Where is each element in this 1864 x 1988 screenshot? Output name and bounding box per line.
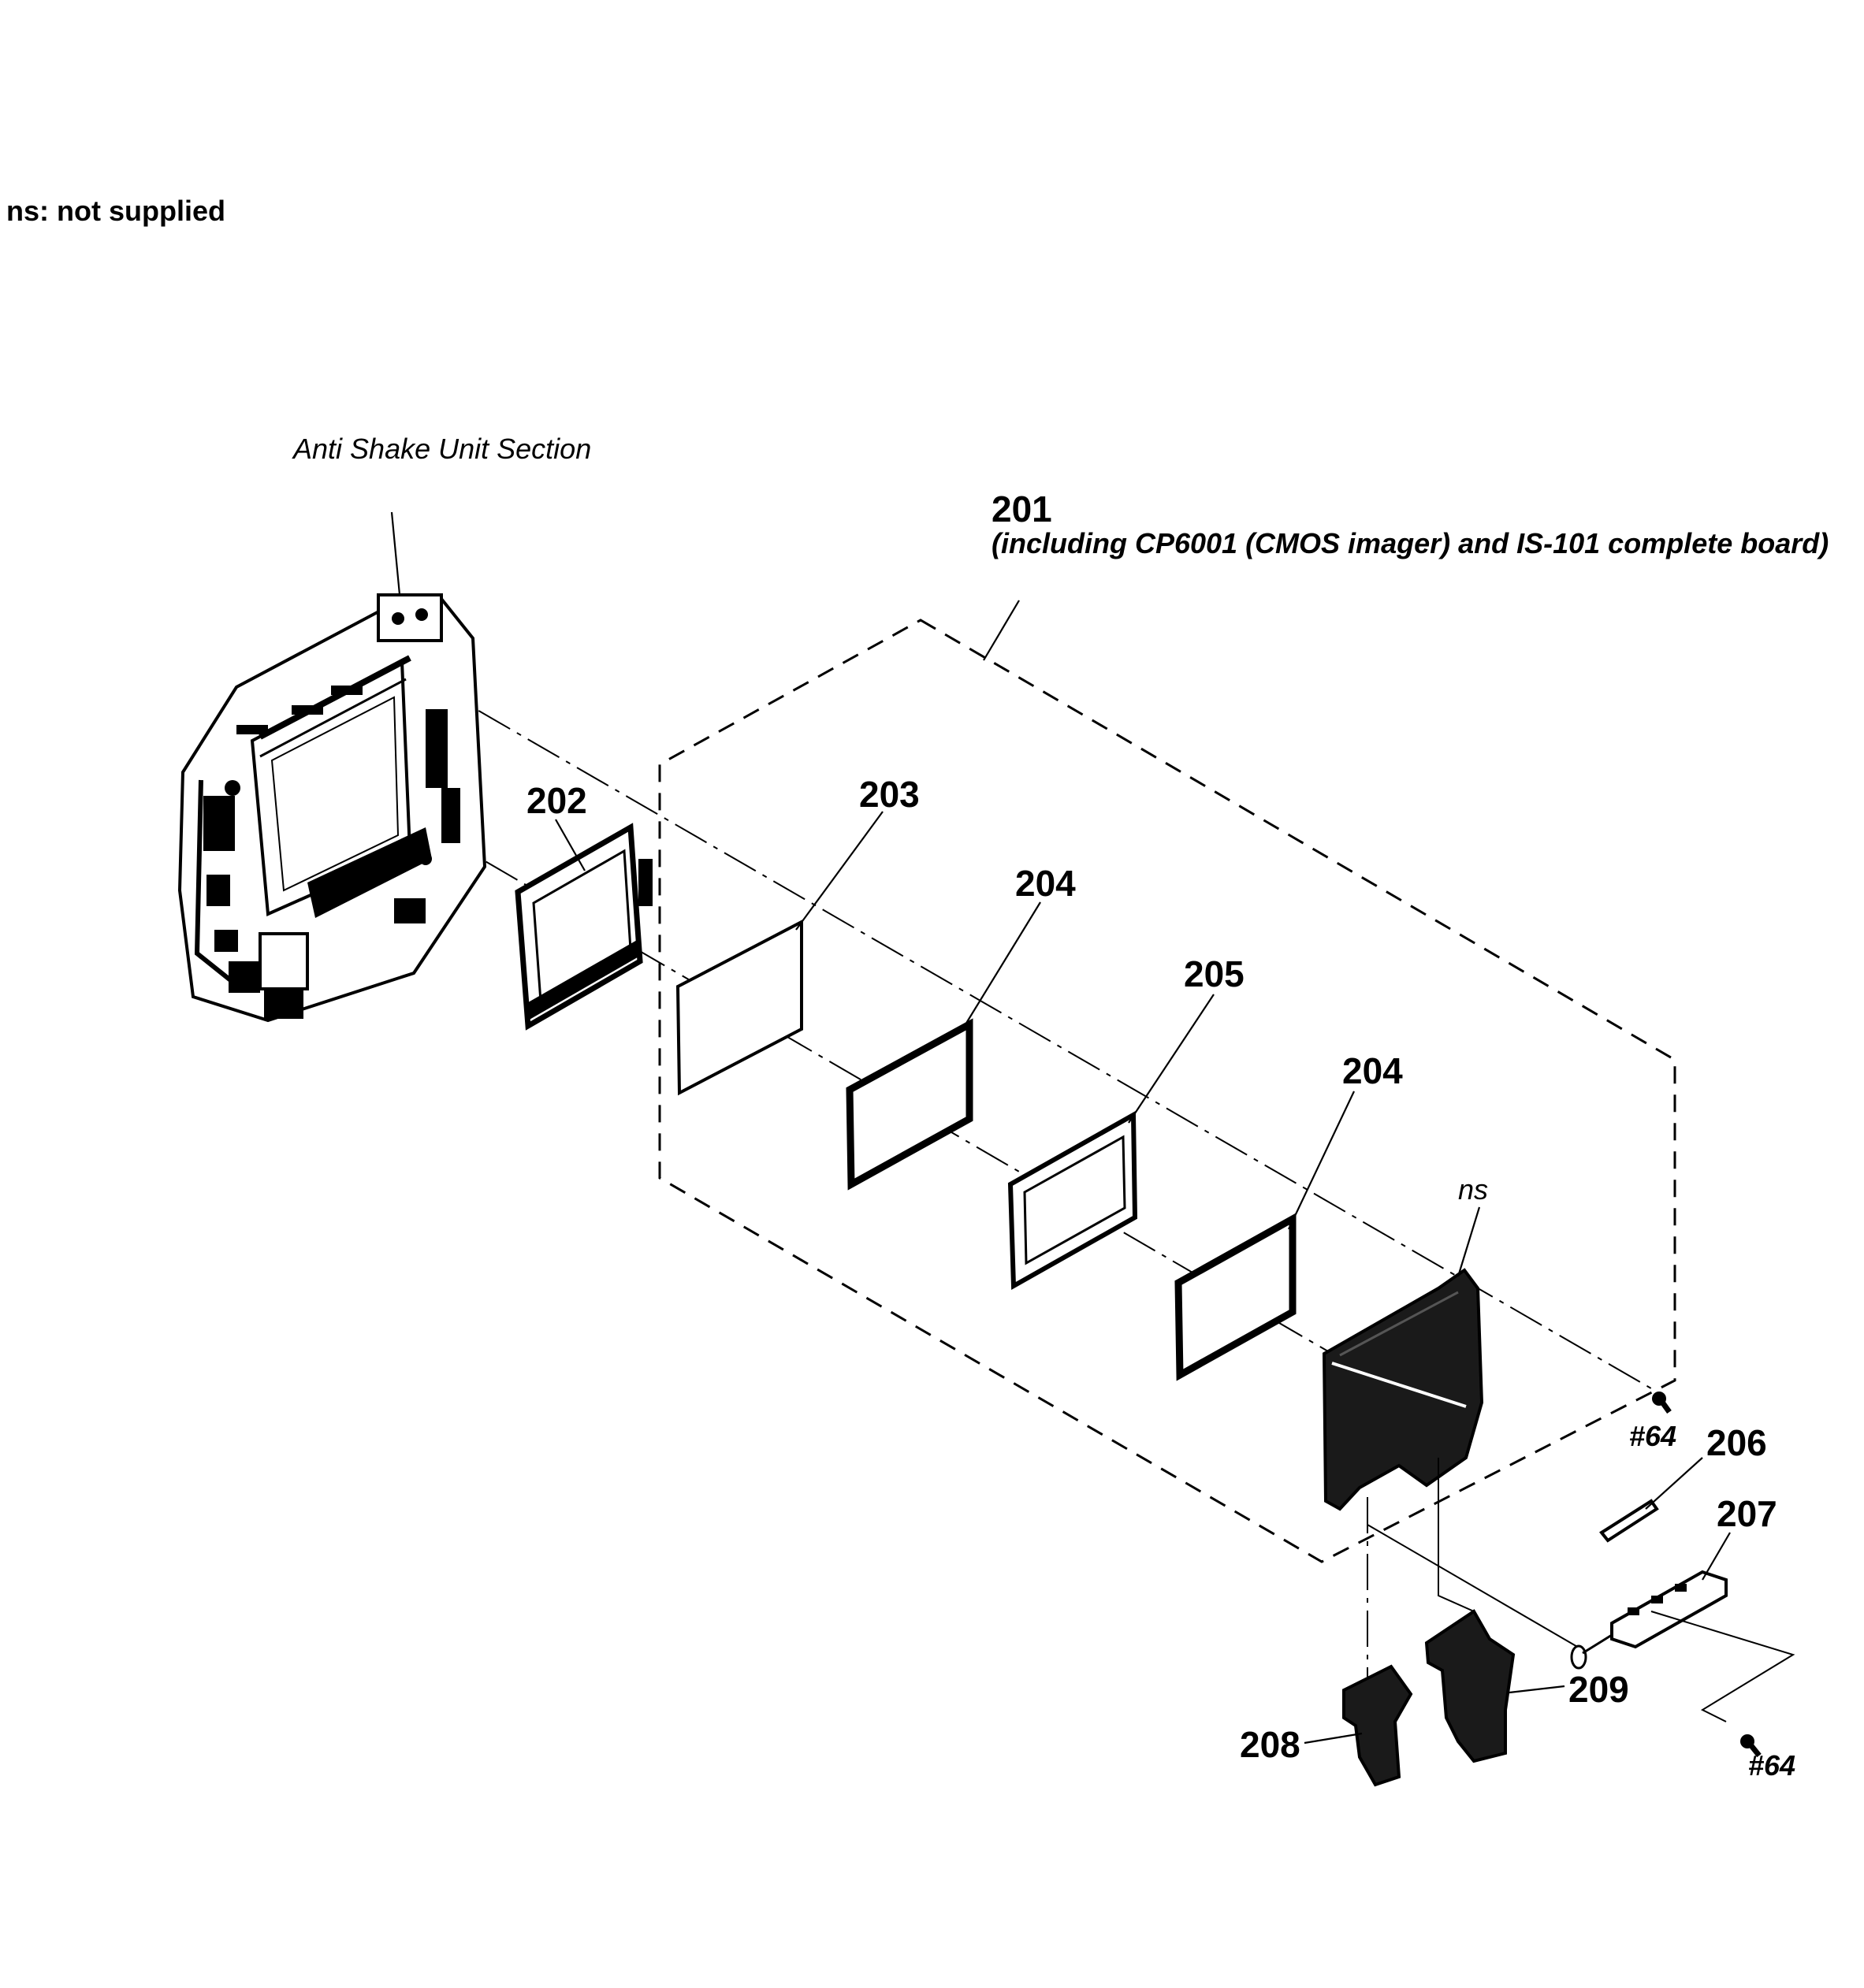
label-204-a: 204 xyxy=(1015,863,1076,904)
part-209-bracket xyxy=(1424,1609,1516,1763)
label-204-b: 204 xyxy=(1342,1050,1403,1091)
part-208-bracket xyxy=(1342,1664,1413,1787)
leader-205 xyxy=(1128,994,1215,1124)
anti-shake-unit xyxy=(177,593,487,1023)
leader-206 xyxy=(1645,1457,1703,1510)
part-203-filter xyxy=(675,919,803,1096)
screw-upper xyxy=(1652,1392,1672,1414)
label-207: 207 xyxy=(1717,1493,1777,1534)
label-205: 205 xyxy=(1184,953,1245,994)
assembly-number: 201 xyxy=(992,489,1052,530)
leader-ns xyxy=(1457,1206,1481,1277)
leader-207 xyxy=(1702,1532,1731,1581)
leader-204-b xyxy=(1288,1091,1355,1230)
center-axis-bottom xyxy=(1367,1524,1585,1652)
leader-209 xyxy=(1509,1685,1565,1694)
label-screw-upper: #64 xyxy=(1629,1420,1676,1452)
leader-208 xyxy=(1304,1732,1363,1745)
label-206: 206 xyxy=(1706,1422,1767,1463)
part-205-frame xyxy=(1007,1110,1138,1291)
label-208: 208 xyxy=(1240,1724,1300,1765)
assembly-description: (including CP6001 (CMOS imager) and IS-1… xyxy=(992,527,1829,559)
label-209: 209 xyxy=(1568,1669,1629,1710)
section-leader xyxy=(390,511,402,604)
label-203: 203 xyxy=(859,774,920,815)
center-axis-upper xyxy=(429,682,1656,1392)
leader-207-to-screw xyxy=(1650,1611,1795,1722)
cmos-imager-plate xyxy=(1322,1268,1484,1511)
part-202-bracket xyxy=(515,823,653,1031)
assembly-leader xyxy=(983,600,1020,661)
screw-lower xyxy=(1740,1734,1762,1758)
assembly-boundary xyxy=(658,619,1676,1563)
part-204-gasket-b xyxy=(1174,1213,1297,1381)
legend-note: ns: not supplied xyxy=(6,195,225,227)
section-label: Anti Shake Unit Section xyxy=(292,433,591,465)
leader-202 xyxy=(555,819,586,871)
leader-203 xyxy=(795,811,884,931)
part-206-strip xyxy=(1599,1499,1659,1543)
label-ns: ns xyxy=(1458,1173,1488,1206)
label-screw-lower: #64 xyxy=(1748,1749,1795,1782)
center-axis-lower xyxy=(338,775,1329,1352)
part-204-gasket-a xyxy=(846,1018,973,1191)
axis-209 xyxy=(1438,1458,1475,1612)
part-207-latch xyxy=(1570,1570,1728,1670)
leader-204-a xyxy=(962,901,1041,1029)
label-202: 202 xyxy=(526,780,587,821)
